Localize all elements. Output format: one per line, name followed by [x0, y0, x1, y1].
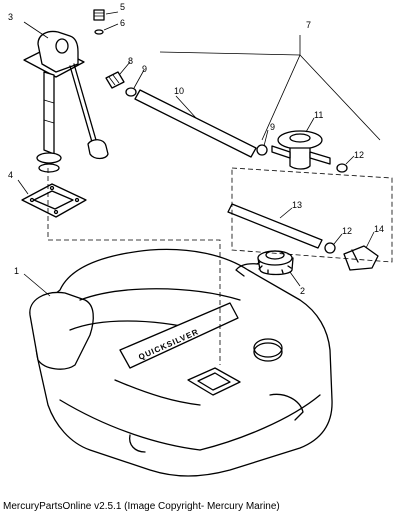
- leader-lines: [17, 11, 375, 297]
- hose-clamp-upper: [125, 87, 137, 97]
- hose-clamp-right: [336, 163, 348, 173]
- callout-6: 6: [120, 18, 125, 28]
- callout-2: 2: [300, 286, 305, 296]
- callout-14: 14: [374, 224, 384, 234]
- callout-4: 4: [8, 170, 13, 180]
- sender-to-tank-line: [47, 168, 221, 365]
- callout-3: 3: [8, 12, 13, 22]
- fuel-line-connector: [343, 245, 379, 271]
- fuel-gauge-sender: [23, 30, 109, 173]
- fuel-primer-valve: [271, 130, 331, 170]
- callout-1: 1: [14, 266, 19, 276]
- hose-clamp-middle: [256, 144, 268, 156]
- hose-clamp-lower: [324, 242, 336, 254]
- callout-11: 11: [314, 110, 323, 120]
- callout-13: 13: [292, 200, 302, 210]
- fuel-tank: QUICKSILVER: [29, 248, 333, 477]
- copyright-caption: MercuryPartsOnline v2.5.1 (Image Copyrig…: [3, 501, 280, 512]
- callout-10: 10: [174, 86, 184, 96]
- screw: [93, 9, 105, 21]
- fuel-hose-long: [134, 89, 257, 158]
- callout-12-upper: 12: [354, 150, 364, 160]
- callout-9-middle: 9: [270, 122, 275, 132]
- washer: [94, 29, 104, 35]
- callout-5: 5: [120, 2, 125, 12]
- hose-fitting: [105, 71, 125, 89]
- gasket: [21, 183, 87, 218]
- fuel-hose-short: [227, 203, 323, 249]
- hose-group-box: [231, 167, 393, 263]
- fuel-cap: [235, 250, 294, 277]
- callout-7-bracket: [159, 35, 381, 141]
- callout-12-lower: 12: [342, 226, 352, 236]
- callout-7: 7: [306, 20, 311, 30]
- callout-9-upper: 9: [142, 64, 147, 74]
- callout-8: 8: [128, 56, 133, 66]
